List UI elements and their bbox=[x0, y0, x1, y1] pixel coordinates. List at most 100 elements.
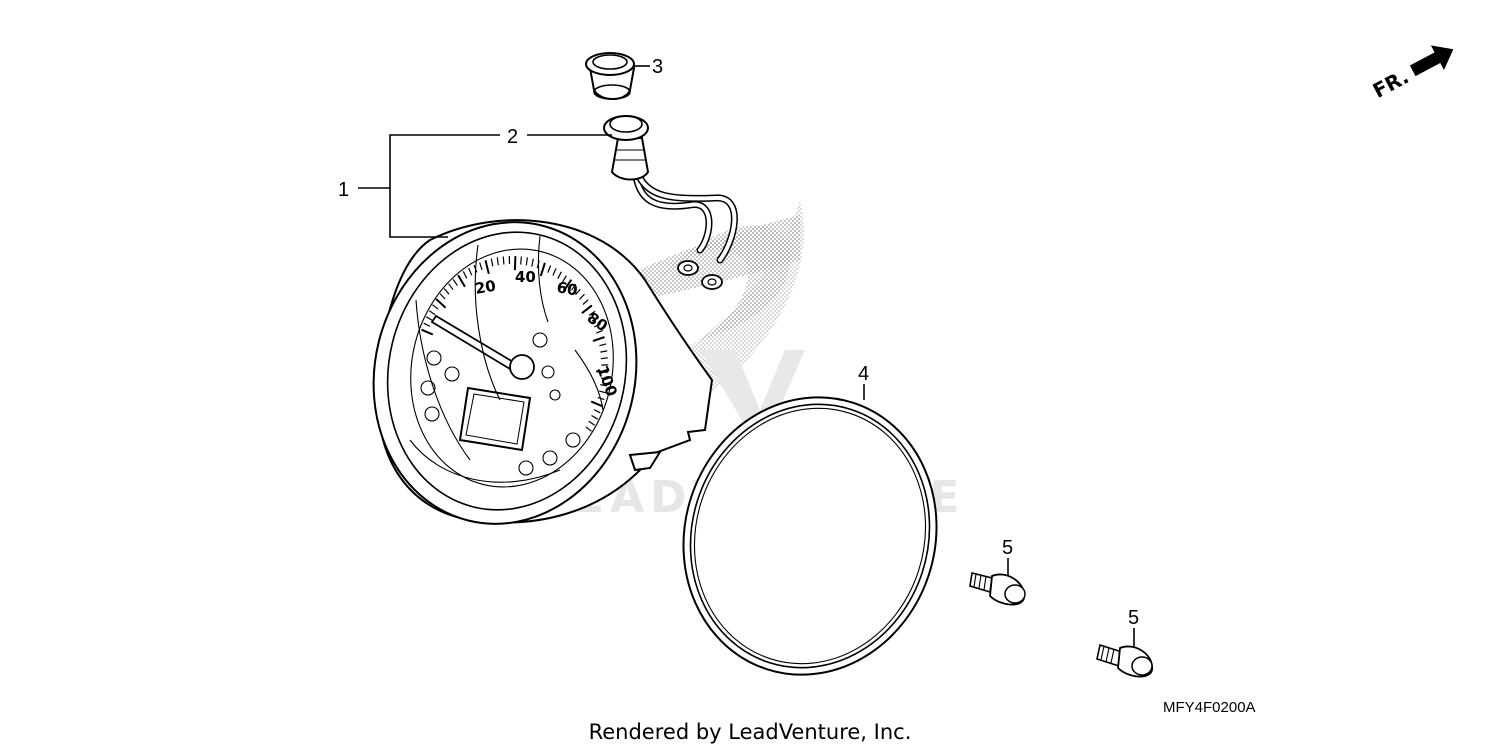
indicator-lamp bbox=[426, 350, 442, 366]
ring-terminal bbox=[677, 260, 699, 276]
dial-tick bbox=[593, 409, 601, 414]
indicator-lamp bbox=[542, 450, 558, 466]
cap-top-inner bbox=[592, 54, 628, 70]
dial-tick bbox=[421, 328, 434, 336]
callout-2: 2 bbox=[507, 126, 518, 148]
indicator-lamp bbox=[565, 432, 581, 448]
dial-tick bbox=[432, 304, 439, 310]
dial-tick bbox=[552, 268, 557, 276]
dial-lower-arc bbox=[409, 439, 561, 483]
glass-reflection bbox=[474, 244, 501, 401]
dial-tick bbox=[585, 426, 592, 432]
dial-number-40: 40 bbox=[515, 268, 536, 286]
indicator-lamp bbox=[518, 460, 534, 476]
dial-tick bbox=[593, 323, 601, 328]
indicator-lamp bbox=[532, 332, 548, 348]
callout-5-lower: 5 bbox=[1128, 607, 1139, 629]
indicator-lamp bbox=[424, 406, 440, 422]
diagram-code: MFY4F0200A bbox=[1163, 699, 1256, 716]
dial-tick bbox=[600, 377, 608, 380]
gasket-inner bbox=[689, 403, 931, 669]
callout-1: 1 bbox=[338, 179, 349, 201]
dial-tick bbox=[443, 288, 450, 295]
dial-tick bbox=[452, 278, 458, 286]
dial-tick bbox=[596, 329, 603, 334]
dial-number-60: 60 bbox=[555, 278, 579, 299]
dial-tick bbox=[425, 316, 433, 322]
screw-head-face bbox=[1004, 584, 1026, 604]
dial-tick bbox=[588, 420, 596, 426]
dial-tick bbox=[513, 256, 517, 271]
dial-tick bbox=[561, 275, 567, 283]
screw-head-face bbox=[1131, 656, 1153, 676]
dial-tick bbox=[439, 293, 446, 300]
indicator-lamp bbox=[444, 366, 460, 382]
indicator-lamp bbox=[420, 380, 436, 396]
meter-dial-face bbox=[410, 248, 614, 488]
meter-lcd-inner bbox=[465, 393, 525, 445]
front-arrow-icon bbox=[1409, 45, 1454, 77]
dial-tick bbox=[484, 260, 490, 275]
dial-tick bbox=[448, 283, 454, 291]
ring-terminal-hole bbox=[683, 264, 693, 272]
bulb-socket-harness bbox=[603, 115, 738, 290]
dial-tick bbox=[539, 262, 546, 277]
needle-hub bbox=[509, 354, 535, 380]
dial-tick bbox=[597, 396, 605, 401]
cap-rim bbox=[593, 84, 631, 100]
dial-tick bbox=[600, 350, 608, 353]
bulb-cap bbox=[585, 52, 636, 100]
dial-tick bbox=[596, 370, 609, 373]
ring-terminal-hole bbox=[707, 278, 717, 286]
dial-tick bbox=[581, 304, 593, 314]
dial-tick bbox=[557, 271, 562, 279]
meter-bezel-outer bbox=[372, 221, 638, 525]
dial-tick bbox=[457, 274, 466, 288]
screw-upper bbox=[969, 572, 1026, 606]
dial-tick bbox=[582, 299, 589, 305]
dial-tick bbox=[575, 288, 581, 296]
dial-tick bbox=[520, 256, 522, 265]
front-direction-indicator: FR. bbox=[1369, 45, 1454, 103]
socket-flange-top bbox=[609, 115, 643, 133]
glass-reflection bbox=[574, 349, 604, 411]
glass-reflection bbox=[537, 235, 549, 323]
dial-tick bbox=[563, 279, 573, 292]
dial-tick bbox=[591, 316, 599, 322]
dial-tick bbox=[601, 357, 608, 360]
dial-tick bbox=[423, 322, 431, 327]
indicator-lamp bbox=[541, 365, 555, 379]
dial-tick bbox=[531, 258, 534, 267]
dial-tick bbox=[496, 257, 499, 266]
callout-3: 3 bbox=[652, 56, 663, 78]
gasket-outer bbox=[682, 396, 938, 676]
meter-lcd-window bbox=[458, 386, 532, 452]
harness-wire-inner bbox=[634, 174, 711, 252]
ring-terminal bbox=[701, 274, 723, 290]
dial-tick bbox=[462, 271, 468, 279]
socket-flange bbox=[603, 115, 649, 141]
meter-bracket-tab bbox=[628, 450, 662, 472]
dial-number-20: 20 bbox=[474, 277, 498, 298]
meter-assembly: 20 40 60 80 100 bbox=[372, 219, 714, 525]
dial-tick bbox=[428, 310, 436, 316]
indicator-lamp bbox=[549, 389, 561, 401]
glass-reflection bbox=[415, 299, 471, 461]
front-direction-label: FR. bbox=[1369, 64, 1413, 103]
dial-tick bbox=[525, 257, 528, 266]
dial-tick bbox=[590, 400, 603, 408]
leader-1-bracket bbox=[389, 134, 500, 238]
dial-tick bbox=[435, 298, 447, 309]
dial-tick bbox=[588, 310, 596, 316]
footer-credit: Rendered by LeadVenture, Inc. bbox=[589, 720, 912, 744]
dial-tick bbox=[599, 343, 607, 347]
callout-4: 4 bbox=[858, 363, 869, 385]
harness-wire-2-inner bbox=[638, 176, 737, 262]
leader-lines bbox=[358, 65, 1135, 648]
dial-tick bbox=[502, 256, 505, 265]
dial-ticks bbox=[421, 255, 609, 432]
dial-tick bbox=[591, 414, 599, 420]
dial-tick bbox=[468, 267, 473, 276]
dial-tick bbox=[599, 390, 607, 394]
